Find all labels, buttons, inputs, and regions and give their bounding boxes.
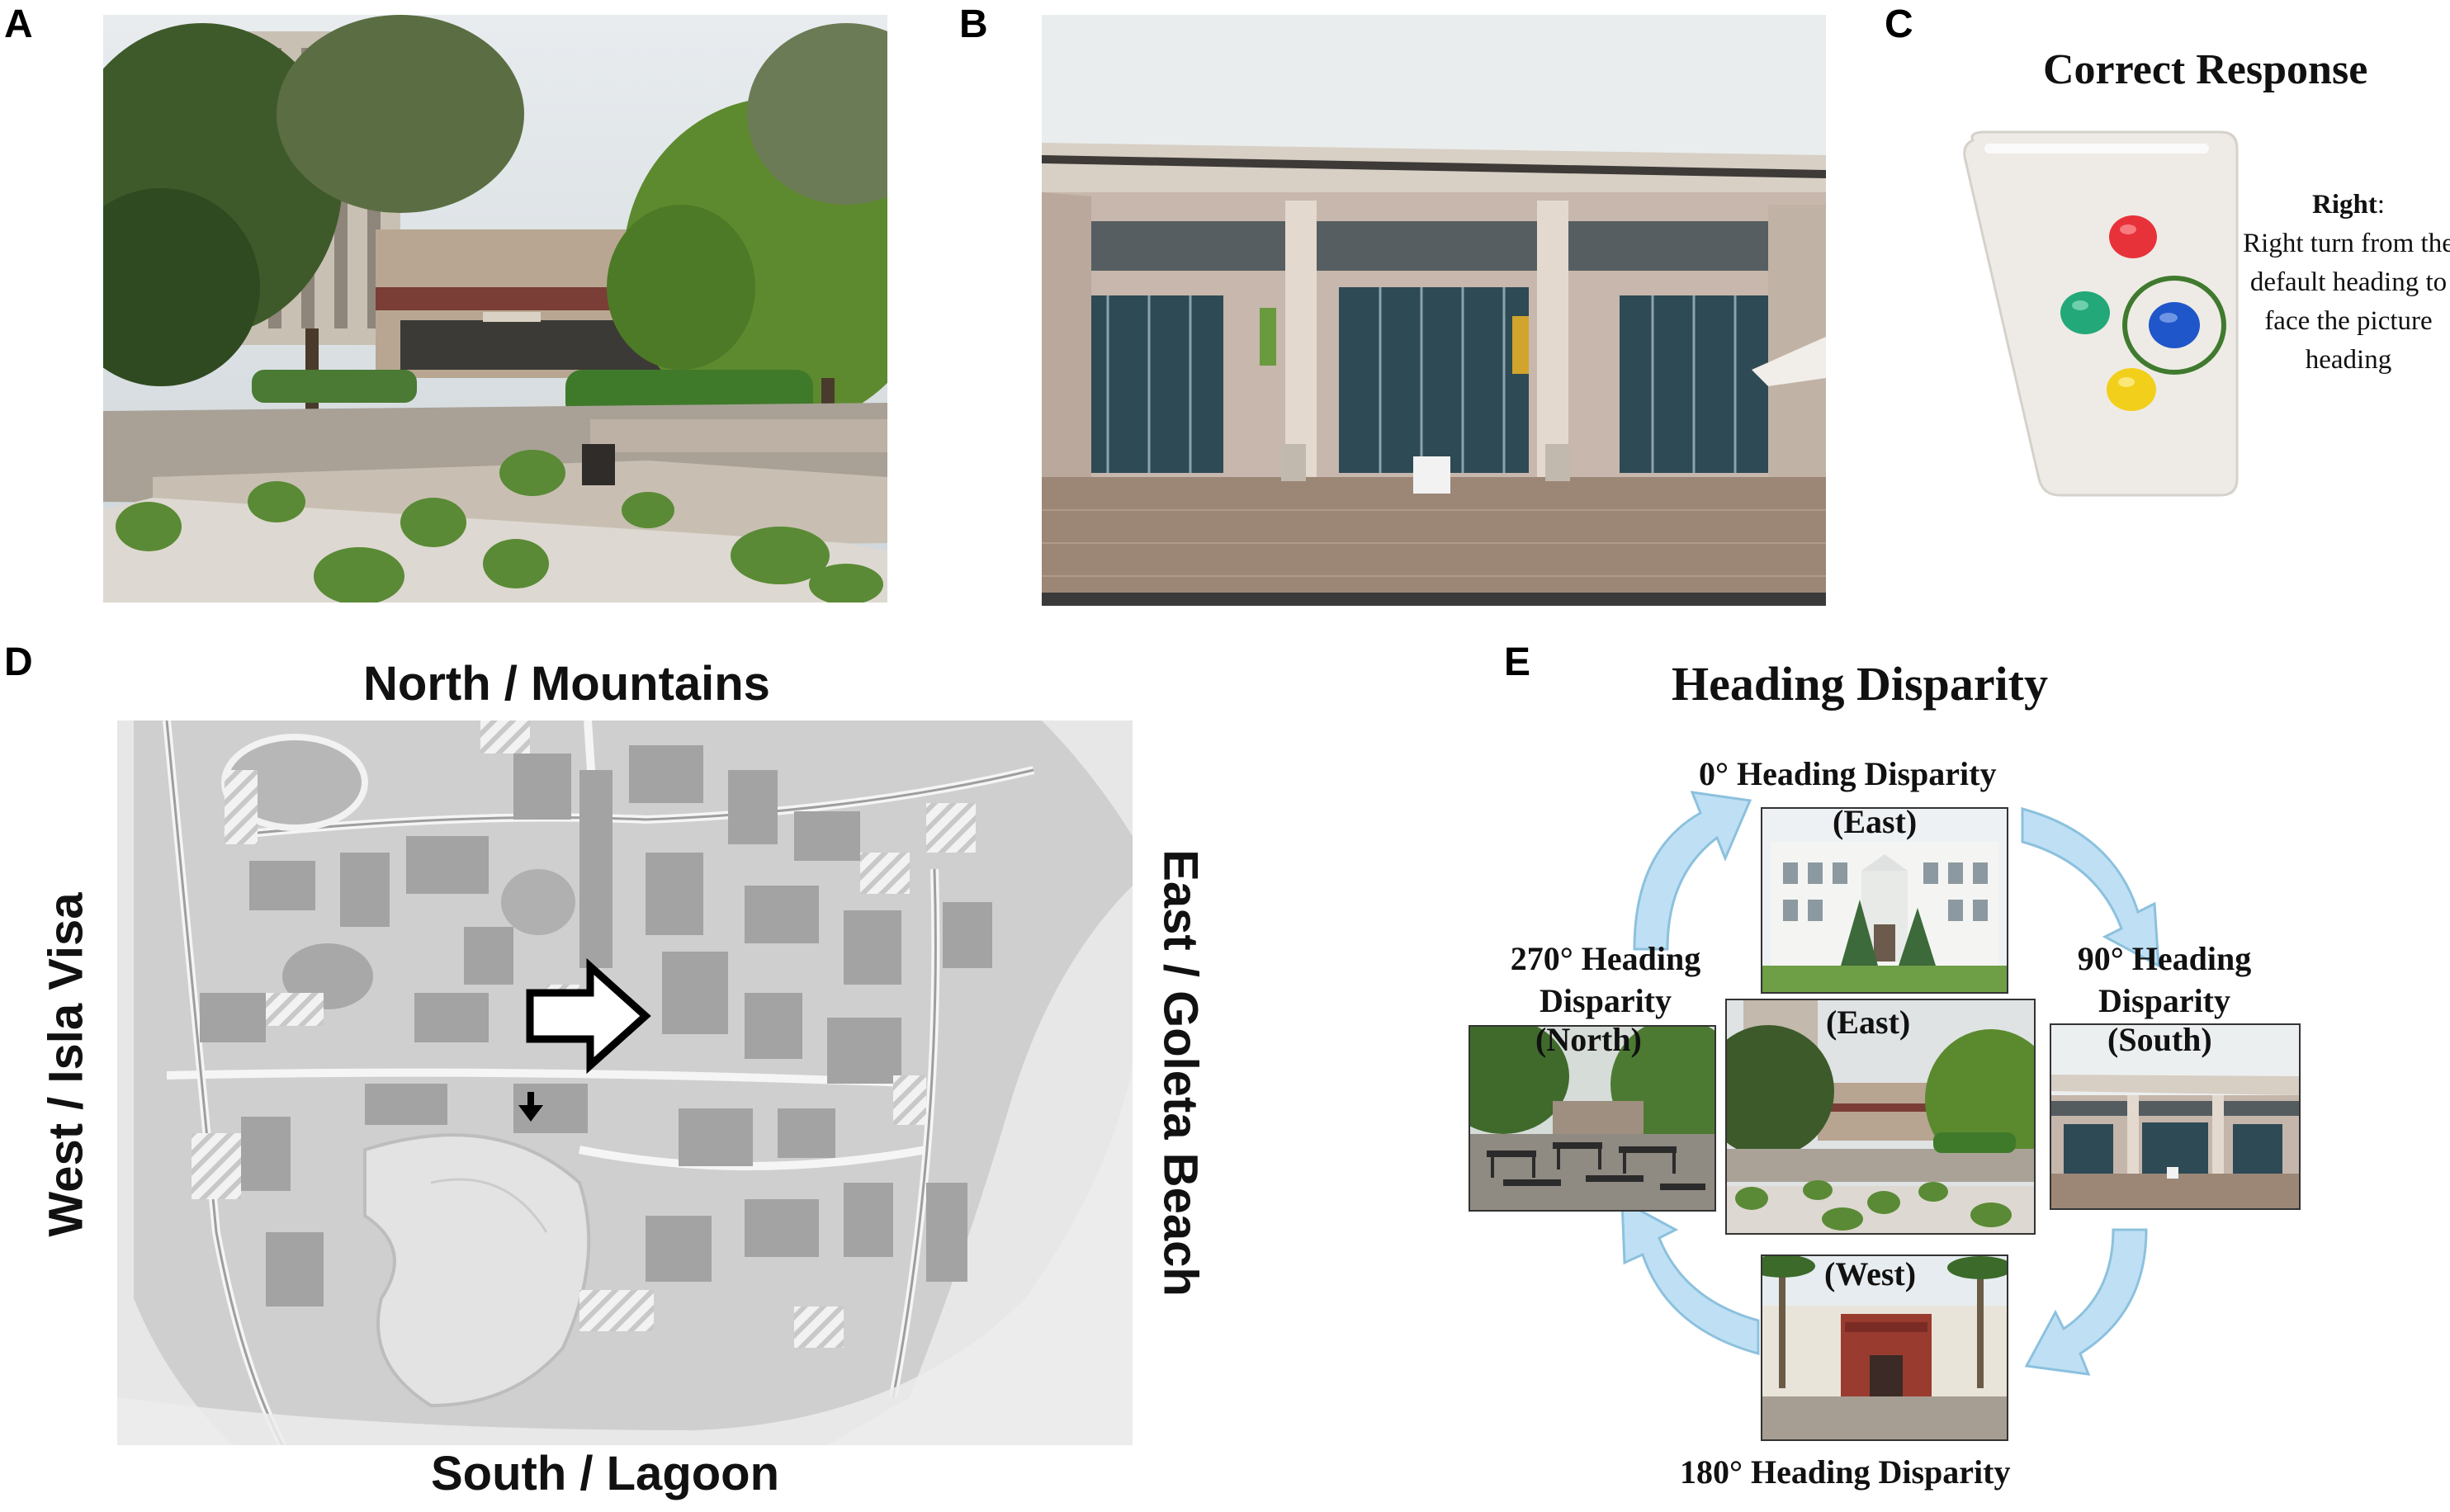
caption-top-east: (East) xyxy=(1833,803,1918,840)
heading-disparity-title: Heading Disparity xyxy=(1672,657,2048,711)
label-90-line2: Disparity xyxy=(2098,982,2230,1019)
panel-letter-a: A xyxy=(4,2,33,46)
cycle-arrows-icon xyxy=(1620,791,2160,1376)
map-label-east: East / Goleta Beach xyxy=(1153,849,1208,1297)
caption-right-south: (South) xyxy=(2107,1021,2212,1058)
campus-map xyxy=(117,721,1133,1445)
thumb-left-north xyxy=(1469,1025,1716,1212)
response-colon: : xyxy=(2377,190,2385,220)
top-response-button-icon xyxy=(2109,215,2157,258)
map-label-west: West / Isla Visa xyxy=(39,892,93,1237)
response-description-text: Right turn from the default heading to f… xyxy=(2243,229,2450,375)
heading-arrow-icon xyxy=(526,957,651,1075)
left-response-button-icon xyxy=(2060,291,2110,334)
panel-letter-b: B xyxy=(959,2,988,46)
thumb-top-east xyxy=(1761,807,2008,994)
response-description: Right: Right turn from the default headi… xyxy=(2233,186,2450,380)
building-entrance-photo xyxy=(1042,15,1826,606)
courtyard-photo xyxy=(103,15,887,602)
bottom-response-button-icon xyxy=(2107,368,2156,411)
right-response-button-icon xyxy=(2122,276,2226,375)
correct-response-title: Correct Response xyxy=(2043,46,2368,93)
caption-center-east: (East) xyxy=(1826,1004,1911,1041)
thumb-bottom-west xyxy=(1761,1254,2008,1441)
panel-letter-c: C xyxy=(1885,2,1913,46)
map-label-north: North / Mountains xyxy=(363,657,770,711)
thumb-center-east xyxy=(1725,999,2036,1235)
caption-bottom-west: (West) xyxy=(1824,1255,1917,1292)
label-180-degrees: 180° Heading Disparity xyxy=(1680,1453,2011,1491)
thumb-right-south xyxy=(2050,1023,2301,1210)
response-word: Right xyxy=(2311,190,2377,220)
label-270-line2: Disparity xyxy=(1540,982,1672,1019)
map-label-south: South / Lagoon xyxy=(431,1447,780,1500)
label-90-degrees: 90° Heading Disparity xyxy=(2049,939,2280,1020)
panel-letter-d: D xyxy=(4,640,33,684)
label-90-line1: 90° Heading xyxy=(2077,940,2252,977)
panel-letter-e: E xyxy=(1504,640,1531,684)
caption-left-north: (North) xyxy=(1535,1021,1642,1058)
label-270-line1: 270° Heading xyxy=(1510,940,1701,977)
location-marker-icon xyxy=(518,1092,543,1122)
label-0-degrees: 0° Heading Disparity xyxy=(1699,755,1997,792)
label-270-degrees: 270° Heading Disparity xyxy=(1490,939,1721,1020)
